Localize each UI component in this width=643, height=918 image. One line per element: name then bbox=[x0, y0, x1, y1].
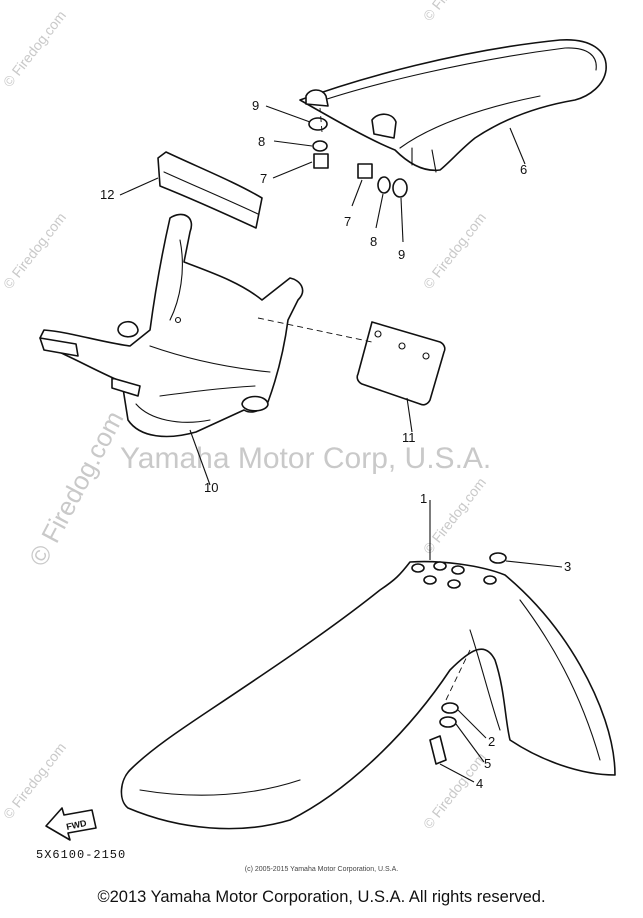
side-cover-bracket-part bbox=[39, 213, 304, 438]
nut-8-upper bbox=[312, 140, 328, 152]
washer-9-lower bbox=[392, 178, 408, 198]
washer-9-upper bbox=[308, 117, 328, 131]
callout-7-lower: 7 bbox=[344, 214, 351, 229]
callout-10: 10 bbox=[204, 480, 218, 495]
watermark-small-1: © Firedog.com bbox=[0, 7, 69, 89]
part-code: 5X6100-2150 bbox=[36, 848, 126, 862]
callout-6: 6 bbox=[520, 162, 527, 177]
callout-8-upper: 8 bbox=[258, 134, 265, 149]
front-fender-part bbox=[120, 560, 616, 830]
assembly-lines bbox=[257, 107, 471, 701]
callout-9-upper: 9 bbox=[252, 98, 259, 113]
washer-5 bbox=[439, 716, 457, 728]
nut-3 bbox=[489, 552, 507, 564]
callout-12: 12 bbox=[100, 187, 114, 202]
callout-2: 2 bbox=[488, 734, 495, 749]
copyright-notice: ©2013 Yamaha Motor Corporation, U.S.A. A… bbox=[97, 888, 546, 906]
hardware bbox=[308, 117, 507, 765]
watermark-side: © Firedog.com bbox=[23, 406, 130, 571]
washer-2 bbox=[441, 702, 459, 714]
callout-4: 4 bbox=[476, 776, 483, 791]
bolt-7-lower bbox=[357, 163, 373, 179]
callout-9-lower: 9 bbox=[398, 247, 405, 262]
nut-8-lower bbox=[377, 176, 391, 194]
strip-part bbox=[157, 151, 263, 229]
small-copyright: (c) 2005-2015 Yamaha Motor Corporation, … bbox=[244, 866, 399, 873]
fwd-label: FWD bbox=[65, 818, 88, 832]
watermark-small-2: © Firedog.com bbox=[420, 0, 489, 24]
callout-5: 5 bbox=[484, 756, 491, 771]
callout-3: 3 bbox=[564, 559, 571, 574]
watermark-small-4: © Firedog.com bbox=[420, 209, 489, 291]
watermark-center: Yamaha Motor Corp, U.S.A. bbox=[120, 442, 491, 475]
callouts: 1 2 3 4 5 6 7 7 8 8 9 9 10 11 12 bbox=[100, 98, 571, 791]
watermark-small-6: © Firedog.com bbox=[0, 739, 69, 821]
bolt-4 bbox=[429, 735, 447, 765]
bolt-7-upper bbox=[313, 153, 329, 169]
callout-11: 11 bbox=[402, 430, 416, 445]
watermark-small-3: © Firedog.com bbox=[0, 209, 69, 291]
callout-8-lower: 8 bbox=[370, 234, 377, 249]
callout-7-upper: 7 bbox=[260, 171, 267, 186]
rear-fender-part bbox=[299, 39, 607, 173]
callout-1: 1 bbox=[420, 491, 427, 506]
fwd-arrow: FWD bbox=[45, 807, 97, 841]
plate-part bbox=[356, 321, 446, 406]
leader-lines bbox=[119, 105, 563, 783]
